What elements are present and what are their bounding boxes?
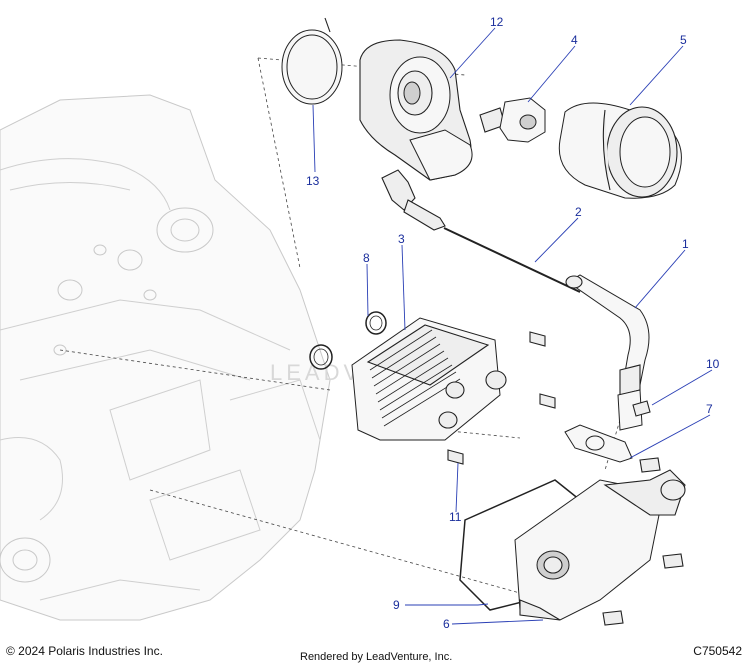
o-ring-13 bbox=[281, 17, 343, 105]
callout-4: 4 bbox=[571, 33, 578, 47]
rendered-by-text: Rendered by LeadVenture, Inc. bbox=[300, 651, 453, 663]
bolt-11 bbox=[447, 449, 464, 465]
bolt-a bbox=[529, 331, 546, 347]
callout-leaders bbox=[312, 27, 713, 625]
callout-9: 9 bbox=[393, 598, 400, 612]
callout-5: 5 bbox=[680, 33, 687, 47]
bolt-b bbox=[539, 393, 556, 409]
o-ring-8 bbox=[365, 311, 387, 335]
copyright-text: © 2024 Polaris Industries Inc. bbox=[6, 644, 163, 658]
cooler-bolts bbox=[447, 331, 684, 626]
callout-13: 13 bbox=[306, 174, 320, 188]
callout-3: 3 bbox=[398, 232, 405, 246]
callout-2: 2 bbox=[575, 205, 582, 219]
callout-12: 12 bbox=[490, 15, 504, 29]
bolt-c bbox=[639, 457, 661, 473]
callout-11: 11 bbox=[449, 510, 462, 524]
oil-cooler-3 bbox=[351, 317, 507, 441]
bolt-e bbox=[662, 553, 684, 569]
adapter-bolt-4 bbox=[479, 97, 546, 143]
cooler-housing-6 bbox=[514, 469, 686, 621]
callout-8: 8 bbox=[363, 251, 370, 265]
dipstick-tube-1 bbox=[565, 274, 650, 431]
bolt-10 bbox=[632, 400, 651, 417]
callout-10: 10 bbox=[706, 357, 720, 371]
callout-1: 1 bbox=[682, 237, 689, 251]
dipstick-2 bbox=[381, 169, 581, 293]
callout-numbers: 12 4 5 13 2 8 3 1 10 7 11 9 6 bbox=[306, 15, 720, 631]
o-ring-engine bbox=[309, 344, 333, 370]
callout-6: 6 bbox=[443, 617, 450, 631]
gasket-7 bbox=[564, 424, 633, 463]
oil-filter-5 bbox=[558, 102, 682, 199]
bolt-f bbox=[602, 610, 624, 626]
callout-7: 7 bbox=[706, 402, 713, 416]
diagram-code: C750542 bbox=[693, 644, 742, 658]
filter-adapter-12 bbox=[359, 39, 473, 181]
engine-block-ghost bbox=[0, 94, 331, 621]
